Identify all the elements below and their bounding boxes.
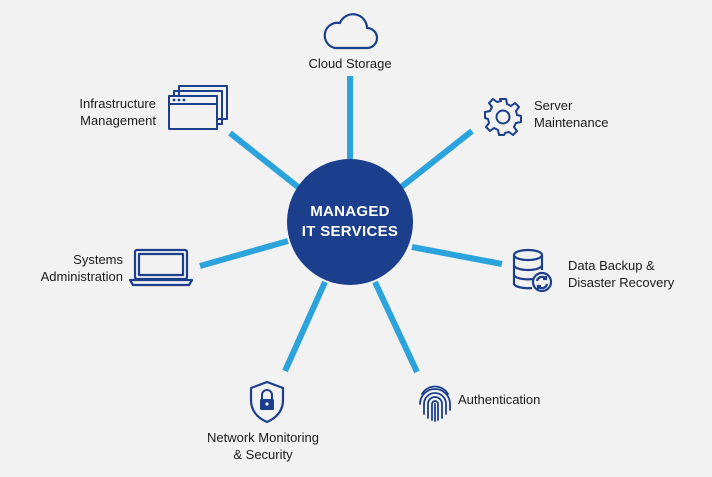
label-systems-administration: Systems Administration xyxy=(18,251,123,285)
label-cloud-storage-line1: Cloud Storage xyxy=(308,56,392,71)
hub-title-line1: MANAGED xyxy=(310,203,390,220)
label-infrastructure-management-line2: Management xyxy=(80,113,156,128)
database-sync-icon xyxy=(512,248,553,293)
label-authentication-line1: Authentication xyxy=(458,392,541,407)
label-cloud-storage: Cloud Storage xyxy=(296,55,404,72)
label-network-monitoring-line2: & Security xyxy=(233,447,293,462)
fingerprint-icon xyxy=(419,385,451,422)
stacked-windows-icon xyxy=(168,85,228,130)
gear-icon xyxy=(484,98,522,136)
laptop-icon xyxy=(128,248,194,287)
spoke-server-maintenance xyxy=(398,128,474,191)
shield-lock-icon xyxy=(249,380,285,424)
label-server-maintenance: Server Maintenance xyxy=(534,97,654,131)
cloud-icon xyxy=(323,13,379,50)
label-data-backup: Data Backup & Disaster Recovery xyxy=(568,257,703,291)
spoke-data-backup xyxy=(411,244,503,267)
spoke-systems-administration xyxy=(199,238,289,269)
label-data-backup-line2: Disaster Recovery xyxy=(568,275,675,290)
label-network-monitoring-line1: Network Monitoring xyxy=(207,430,319,445)
spoke-authentication xyxy=(372,280,420,374)
label-server-maintenance-line2: Maintenance xyxy=(534,115,609,130)
label-data-backup-line1: Data Backup & xyxy=(568,258,655,273)
label-infrastructure-management: Infrastructure Management xyxy=(48,95,156,129)
label-authentication: Authentication xyxy=(458,391,568,408)
hub-circle: MANAGED IT SERVICES xyxy=(287,159,413,285)
label-systems-administration-line1: Systems xyxy=(73,252,123,267)
spoke-infrastructure-management xyxy=(228,130,300,190)
label-infrastructure-management-line1: Infrastructure xyxy=(79,96,156,111)
label-server-maintenance-line1: Server xyxy=(534,98,573,113)
label-systems-administration-line2: Administration xyxy=(40,269,123,284)
spoke-network-monitoring xyxy=(282,280,328,373)
label-network-monitoring: Network Monitoring & Security xyxy=(183,429,343,463)
hub-title-line2: IT SERVICES xyxy=(301,223,399,240)
